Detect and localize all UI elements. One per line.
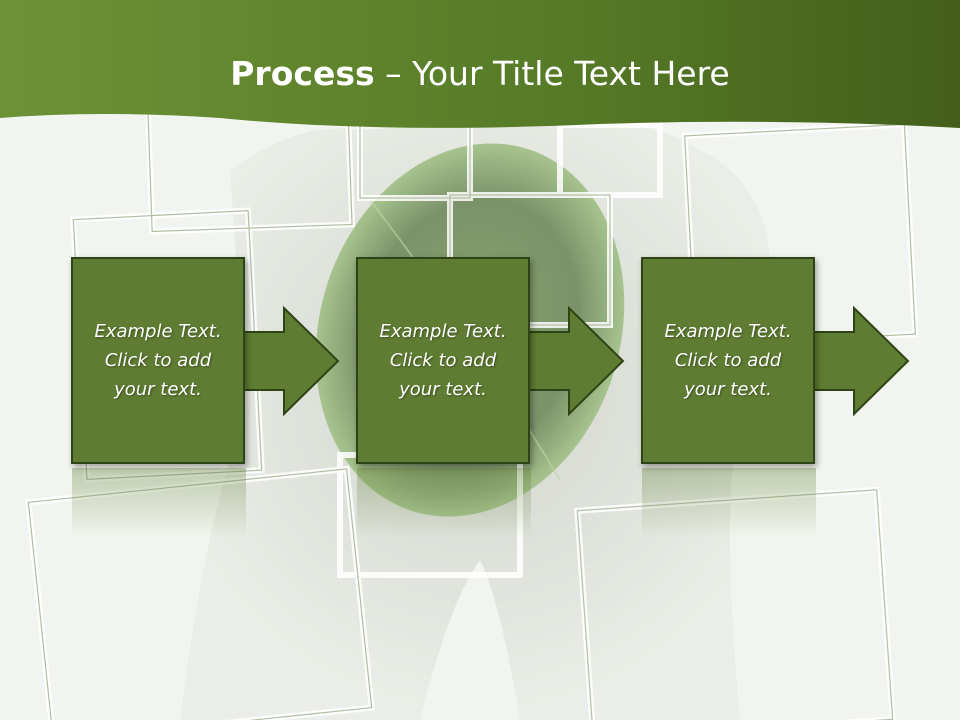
header-band: [0, 0, 960, 128]
step-text[interactable]: Example Text. Click to add your text.: [94, 321, 222, 400]
step-reflection: [642, 468, 816, 538]
right-arrow-icon: [809, 306, 910, 416]
title-bold: Process: [230, 54, 375, 93]
title-rest: – Your Title Text Here: [374, 54, 730, 93]
step-text[interactable]: Example Text. Click to add your text.: [379, 321, 507, 400]
page-title: Process – Your Title Text Here: [0, 52, 960, 96]
process-step-1[interactable]: Example Text. Click to add your text.: [71, 257, 245, 464]
process-step-2[interactable]: Example Text. Click to add your text.: [356, 257, 530, 464]
right-arrow-icon: [524, 306, 625, 416]
step-text[interactable]: Example Text. Click to add your text.: [664, 321, 792, 400]
step-reflection: [357, 468, 531, 538]
process-step-3[interactable]: Example Text. Click to add your text.: [641, 257, 815, 464]
step-reflection: [72, 468, 246, 538]
right-arrow-icon: [239, 306, 340, 416]
